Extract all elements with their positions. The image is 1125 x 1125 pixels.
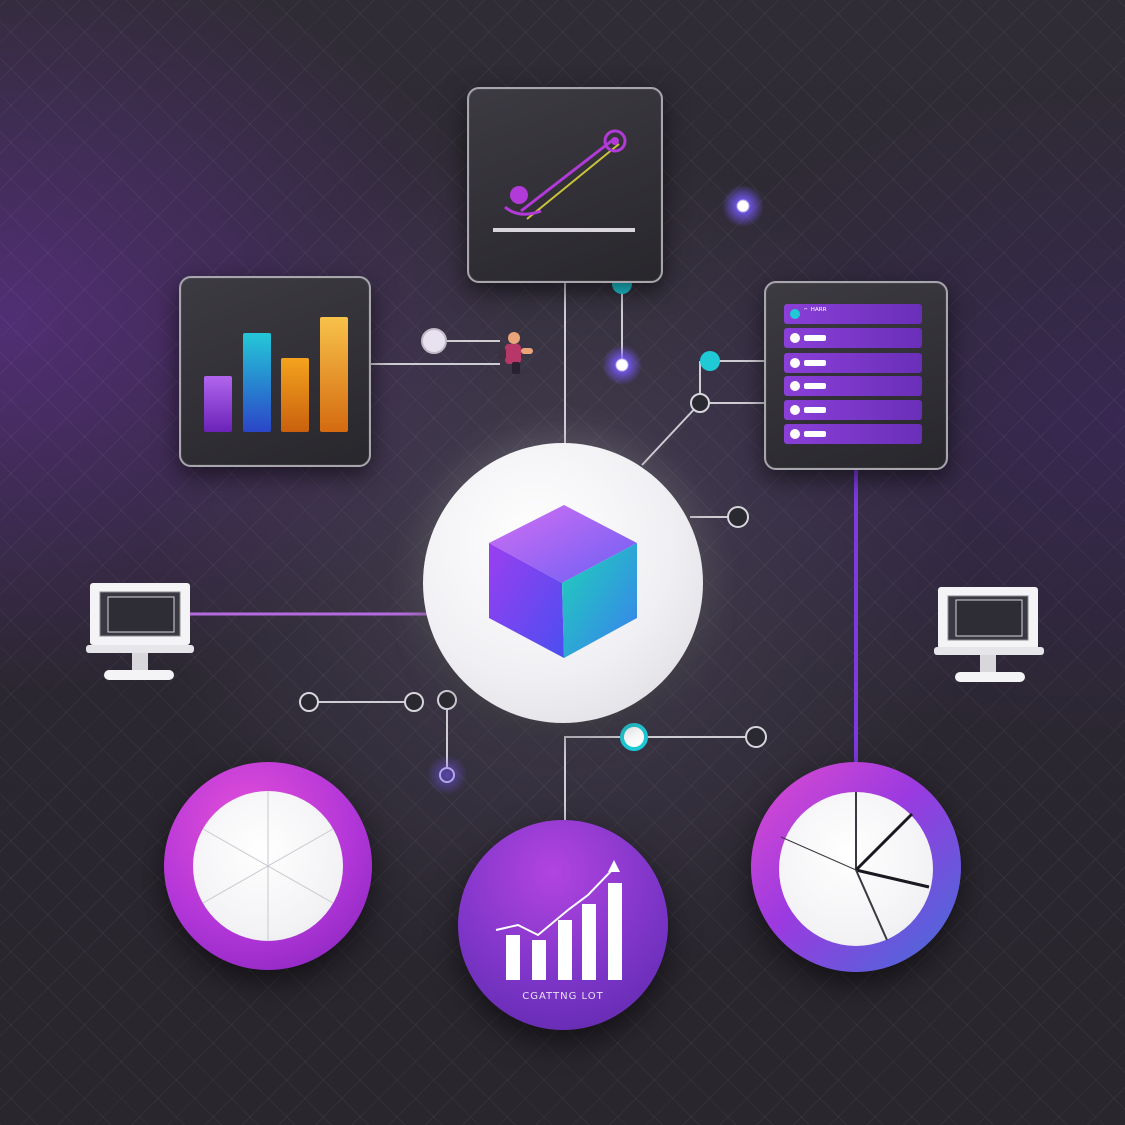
connector-bottom bbox=[564, 736, 634, 820]
list-header-row: ᵔ ᴴᴬᴿᴿ bbox=[784, 304, 922, 324]
right-pie-node[interactable] bbox=[751, 762, 961, 972]
bottom-growth-node[interactable] bbox=[458, 820, 668, 1030]
glow-dot bbox=[602, 345, 642, 385]
connector-list-diagonal bbox=[641, 402, 701, 466]
status-dot-icon bbox=[790, 309, 800, 319]
left-pie-node[interactable] bbox=[164, 762, 372, 970]
growth-bar-chart-icon bbox=[495, 860, 622, 980]
node-joint-cyan bbox=[620, 723, 648, 751]
list-header-text: ᵔ ᴴᴬᴿᴿ bbox=[804, 307, 827, 317]
glow-dot bbox=[722, 185, 764, 227]
list-item[interactable] bbox=[784, 400, 922, 420]
node-joint-cyan bbox=[700, 351, 720, 371]
growth-chart-caption: CGATTNG LOT bbox=[522, 991, 604, 1002]
node-joint bbox=[421, 328, 447, 354]
pie-chart-icon bbox=[780, 792, 930, 941]
pie-chart-icon bbox=[202, 791, 334, 941]
node-joint bbox=[727, 506, 749, 528]
list-item[interactable] bbox=[784, 376, 922, 396]
node-joint bbox=[690, 393, 710, 413]
list-item[interactable] bbox=[784, 328, 922, 348]
list-item[interactable] bbox=[784, 424, 922, 444]
bar-chart-panel bbox=[179, 276, 371, 467]
list-item[interactable] bbox=[784, 353, 922, 373]
bar-chart-icon bbox=[204, 317, 348, 432]
cube-icon bbox=[489, 505, 637, 658]
node-joint bbox=[299, 692, 319, 712]
central-hub-node[interactable] bbox=[423, 443, 703, 723]
line-chart-panel bbox=[467, 87, 663, 283]
glow-dot bbox=[427, 755, 467, 795]
node-joint bbox=[437, 690, 457, 710]
node-joint bbox=[404, 692, 424, 712]
line-chart-icon bbox=[493, 129, 635, 232]
node-joint bbox=[745, 726, 767, 748]
